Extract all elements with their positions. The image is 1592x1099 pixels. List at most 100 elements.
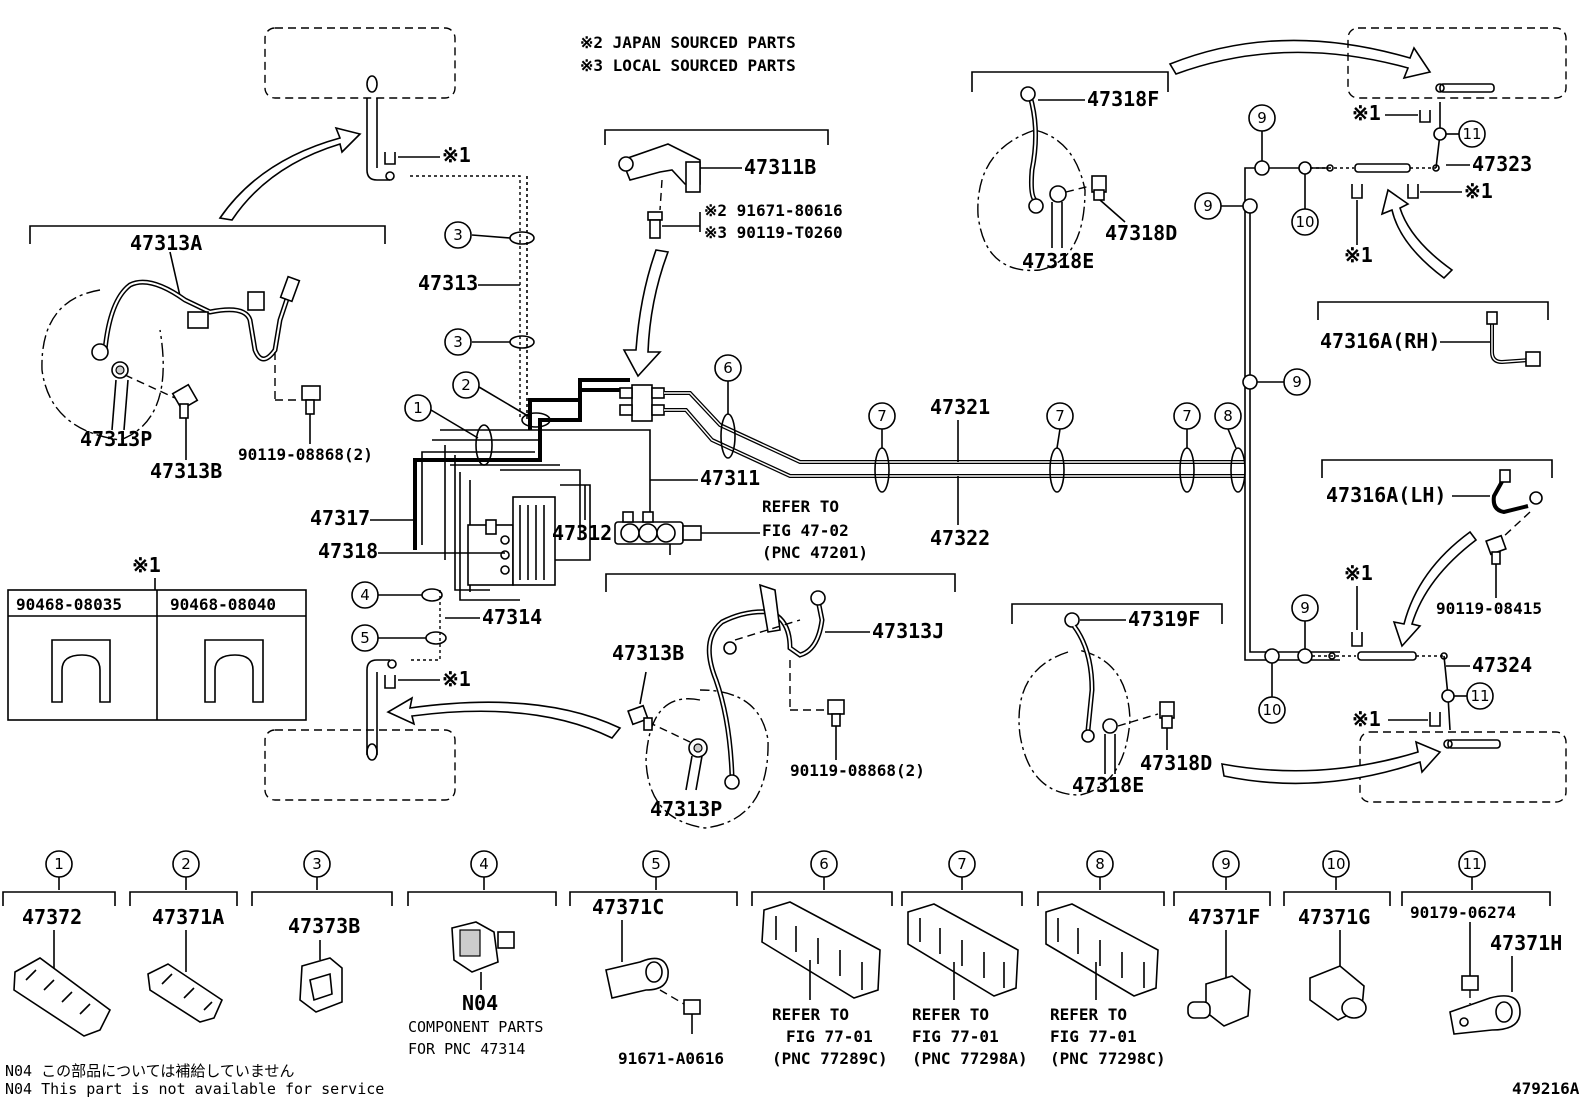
clip-note-bottom: ※1 [442, 667, 471, 691]
svg-text:5: 5 [651, 855, 661, 873]
legend-part-47371F: 47371F [1188, 905, 1260, 929]
svg-text:7: 7 [877, 407, 887, 425]
clip-icon [384, 152, 396, 165]
legend-sub-91671-A0616: 91671-A0616 [618, 1049, 724, 1068]
tube-47313 [410, 175, 521, 420]
legend-item-10: 10 47371G [1283, 850, 1391, 1021]
refer-fig-47-02: FIG 47-02 [762, 521, 849, 540]
clip-note-47324-bottom: ※1 [1352, 707, 1381, 731]
tube-joint [631, 384, 653, 422]
note-japan-sourced: ※2 JAPAN SOURCED PARTS [580, 33, 796, 52]
legend-item-6: 6 REFER TO FIG 77-01 (PNC 77289C) [751, 850, 893, 1068]
bracket-47319F [1011, 603, 1223, 624]
legend-part-47371C: 47371C [592, 895, 664, 919]
svg-text:11: 11 [1462, 855, 1481, 873]
svg-text:11: 11 [1470, 687, 1489, 705]
arrow-top-right [1168, 39, 1432, 80]
svg-text:7: 7 [1182, 407, 1192, 425]
svg-text:2: 2 [461, 376, 471, 394]
legend-item-4: 4 N04 COMPONENT PARTS FOR PNC 47314 [407, 850, 557, 1058]
bracket-47311B [604, 129, 829, 145]
legend-desc-component-parts: COMPONENT PARTS [408, 1018, 543, 1036]
legend-part-47371A: 47371A [152, 905, 224, 929]
front-wheel-area-bottom [264, 729, 456, 801]
clip-note-top: ※1 [442, 143, 471, 167]
label-90119-08868-mid: 90119-08868(2) [790, 761, 925, 780]
svg-text:6: 6 [819, 855, 829, 873]
bracket-47318F [971, 71, 1169, 92]
legend-8-refer: REFER TO [1050, 1005, 1127, 1024]
svg-text:3: 3 [312, 855, 322, 873]
legend-part-47373B: 47373B [288, 914, 360, 938]
label-47319F: 47319F [1128, 607, 1200, 631]
legend-8-fig: FIG 77-01 [1050, 1027, 1137, 1046]
legend-item-7: 7 REFER TO FIG 77-01 (PNC 77298A) [901, 850, 1028, 1068]
detail-circle-47313A [41, 289, 164, 441]
svg-text:9: 9 [1292, 373, 1302, 391]
bracket-47313J [605, 573, 956, 592]
legend-6-pnc: (PNC 77289C) [772, 1049, 888, 1068]
label-47317: 47317 [310, 506, 370, 530]
clip-08040-icon [204, 639, 264, 703]
arrow-right-bottom [1221, 740, 1442, 785]
figure-id: 479216A [1512, 1079, 1580, 1098]
legend-item-11: 11 90179-06274 47371H [1401, 850, 1562, 1035]
label-47318F: 47318F [1087, 87, 1159, 111]
svg-text:10: 10 [1262, 701, 1281, 719]
label-47318: 47318 [318, 539, 378, 563]
svg-text:8: 8 [1095, 855, 1105, 873]
legend-part-47371H: 47371H [1490, 931, 1562, 955]
front-wheel-area-top [264, 27, 456, 99]
label-47313J: 47313J [872, 619, 944, 643]
arrow-up-47323 [1380, 188, 1454, 280]
svg-text:4: 4 [479, 855, 489, 873]
legend-7-fig: FIG 77-01 [912, 1027, 999, 1046]
label-47318D-bottom: 47318D [1140, 751, 1212, 775]
note-local-sourced: ※3 LOCAL SOURCED PARTS [580, 56, 796, 75]
bracket-47316A-LH [1321, 459, 1553, 478]
svg-text:10: 10 [1295, 213, 1314, 231]
clip-header-08035: 90468-08035 [16, 595, 122, 614]
footnote-n04-japanese: N04 この部品については補給していません [5, 1062, 294, 1080]
label-47313B-left: 47313B [150, 459, 222, 483]
rear-wheel-area-top [1347, 27, 1567, 99]
rear-wheel-area-bottom [1359, 731, 1567, 803]
legend-item-5: 5 47371C 91671-A0616 [569, 850, 738, 1068]
svg-text:1: 1 [413, 399, 423, 417]
clip-note-47323-right: ※1 [1464, 179, 1493, 203]
label-47311: 47311 [700, 466, 760, 490]
svg-text:5: 5 [360, 629, 370, 647]
label-47318E-bottom: 47318E [1072, 773, 1144, 797]
legend-6-refer: REFER TO [772, 1005, 849, 1024]
legend-sub-90179-06274: 90179-06274 [1410, 903, 1516, 922]
label-47321: 47321 [930, 395, 990, 419]
legend-7-pnc: (PNC 77298A) [912, 1049, 1028, 1068]
bracket-47311B-icon [620, 143, 701, 185]
svg-text:9: 9 [1203, 197, 1213, 215]
legend-8-pnc: (PNC 77298C) [1050, 1049, 1166, 1068]
svg-text:11: 11 [1462, 125, 1481, 143]
arrow-left-bottom [386, 696, 622, 740]
label-47318D-top: 47318D [1105, 221, 1177, 245]
legend-part-47371G: 47371G [1298, 905, 1370, 929]
svg-text:1: 1 [54, 855, 64, 873]
svg-text:3: 3 [453, 226, 463, 244]
legend-part-N04: N04 [462, 991, 498, 1015]
label-47324: 47324 [1472, 653, 1532, 677]
clip-table-note: ※1 [132, 553, 161, 577]
arrow-down-47316A-LH [1392, 530, 1478, 648]
svg-text:8: 8 [1223, 407, 1233, 425]
clip-header-08040: 90468-08040 [170, 595, 276, 614]
clip-note-47323-top: ※1 [1352, 101, 1381, 125]
svg-text:4: 4 [360, 586, 370, 604]
bracket-47313A [29, 225, 386, 244]
clip-note-47323-bottom: ※1 [1344, 243, 1373, 267]
legend-item-3: 3 47373B [251, 850, 393, 1013]
svg-text:10: 10 [1326, 855, 1345, 873]
legend-part-47372: 47372 [22, 905, 82, 929]
clip-08035-icon [51, 639, 111, 703]
arrow-down-bracket [622, 249, 670, 378]
label-47316A-LH: 47316A(LH) [1326, 483, 1446, 507]
svg-text:6: 6 [723, 359, 733, 377]
